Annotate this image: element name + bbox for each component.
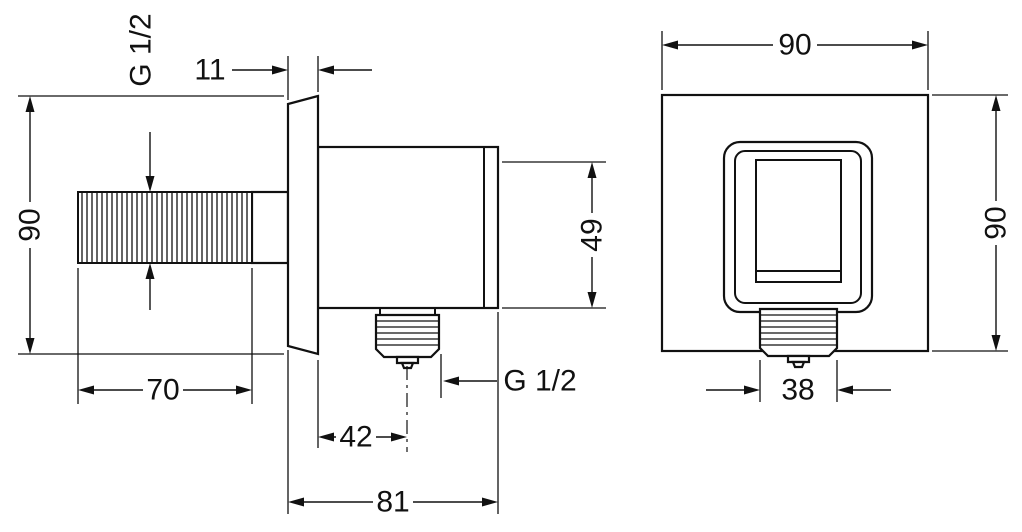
dim-label-holder-height: 49 [576, 218, 609, 251]
dim-label-total-depth: 81 [376, 486, 409, 519]
outlet-thread-front [758, 307, 839, 369]
dim-plate-height-front: 90 [980, 95, 1013, 351]
dim-plate-width-front: 90 [662, 29, 928, 62]
inlet-pipe [77, 190, 290, 265]
dim-outlet-offset: 42 [318, 421, 407, 454]
valve-body [316, 145, 500, 310]
dim-label-outlet-width: 38 [781, 374, 814, 407]
dim-label-plate-width-front: 90 [778, 29, 811, 62]
dim-total-depth: 81 [288, 486, 498, 519]
side-view: G 1/2 11 90 49 [14, 13, 609, 518]
dim-inlet-thread: G 1/2 [125, 13, 158, 310]
dim-inlet-length: 70 [78, 374, 252, 407]
outlet-thread-side [374, 308, 441, 370]
dim-plate-height-side: 90 [14, 96, 47, 354]
dim-plate-depth: 11 [194, 54, 372, 87]
dim-label-inlet-length: 70 [146, 374, 179, 407]
holder-front [722, 140, 874, 314]
dim-label-outlet-thread: G 1/2 [503, 365, 576, 398]
front-view: 90 90 38 [660, 29, 1013, 407]
dim-outlet-width: 38 [706, 374, 891, 407]
dim-label-inlet-thread: G 1/2 [125, 13, 158, 86]
dim-label-outlet-offset: 42 [339, 421, 372, 454]
extension-lines-side [18, 56, 606, 514]
dim-label-plate-height-front: 90 [980, 206, 1013, 239]
wall-plate [286, 94, 320, 356]
dim-holder-height: 49 [576, 162, 609, 308]
dim-outlet-thread: G 1/2 [443, 365, 577, 398]
extension-lines-front [661, 31, 1008, 402]
dim-label-plate-height-side: 90 [14, 208, 47, 241]
dim-label-plate-depth: 11 [194, 54, 225, 87]
